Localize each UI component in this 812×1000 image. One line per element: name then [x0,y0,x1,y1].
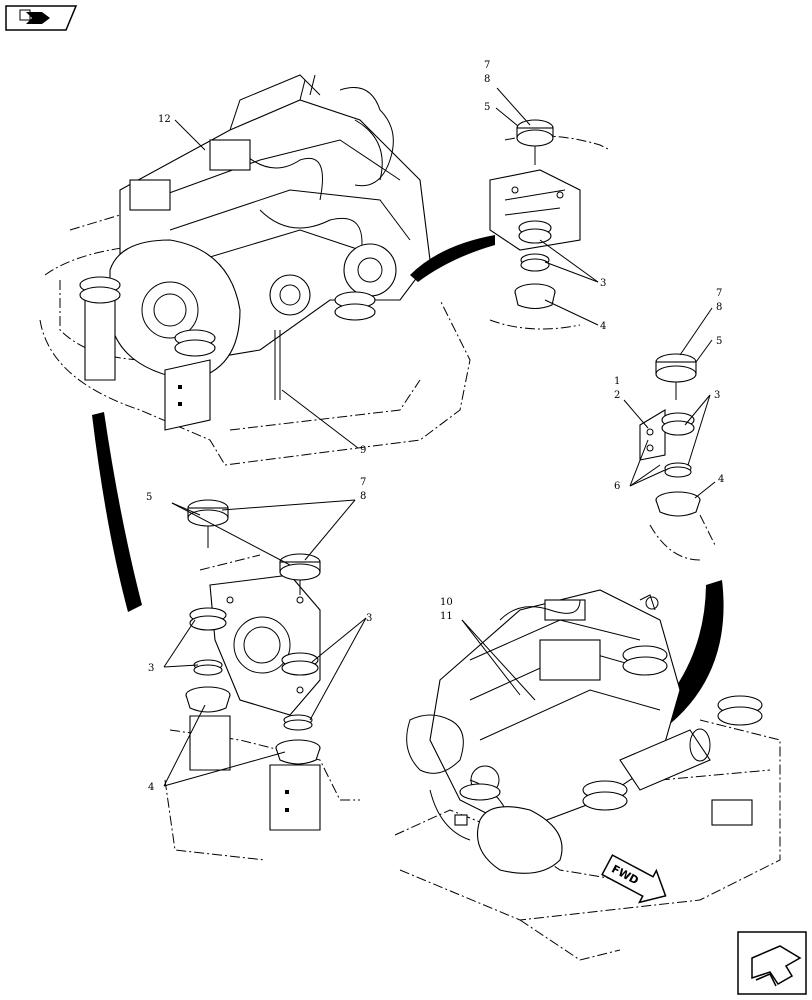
mount-exploded-right-middle [623,307,716,561]
callout-8: 8 [360,491,366,502]
callout-2: 2 [614,390,620,401]
callout-10: 10 [440,597,453,608]
callout-9: 9 [360,445,366,456]
callout-5: 5 [716,336,722,347]
direction-arrow [92,412,142,612]
next-page-icon[interactable] [737,931,807,995]
callout-4: 4 [148,782,154,793]
mount-exploded-top-right [489,87,611,330]
callout-3: 3 [714,390,720,401]
callout-3: 3 [600,278,606,289]
callout-3: 3 [366,613,372,624]
direction-arrow [410,235,495,282]
engine-top-left [39,74,471,466]
callout-3: 3 [148,663,154,674]
forward-direction-arrow: FWD [601,854,667,904]
callout-12: 12 [158,114,171,125]
callout-1: 1 [614,376,620,387]
mount-exploded-middle-left [163,499,367,861]
callout-6: 6 [614,481,620,492]
callout-4: 4 [718,474,724,485]
callout-5: 5 [146,492,152,503]
callout-7: 7 [360,477,366,488]
catalog-back-icon[interactable] [5,5,78,31]
callout-4: 4 [600,321,606,332]
callout-5: 5 [484,102,490,113]
callout-8: 8 [484,74,490,85]
callout-7: 7 [716,288,722,299]
callout-8: 8 [716,302,722,313]
callout-11: 11 [440,611,453,622]
engine-bottom-right [394,589,781,961]
callout-7: 7 [484,60,490,71]
